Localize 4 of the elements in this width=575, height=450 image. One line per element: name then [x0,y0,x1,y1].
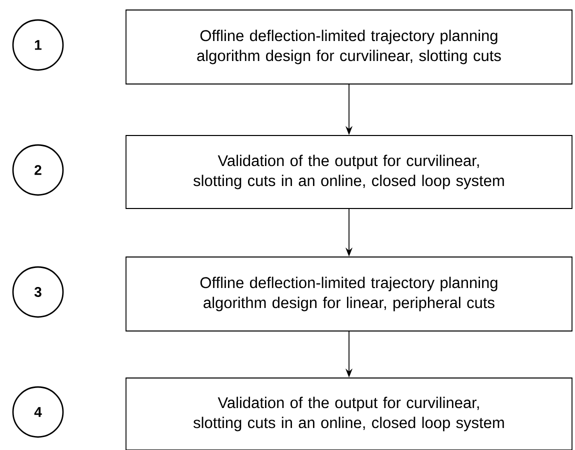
process-box: Validation of the output for curvilinear, slotting cuts in an online, closed loop system [126,378,572,450]
process-box: Offline deflection-limited trajectory planning algorithm design for curvilinear, slotting cuts [126,10,572,84]
process-box: Validation of the output for curvilinear, slotting cuts in an online, closed loop system [126,135,572,209]
process-box: Offline deflection-limited trajectory planning algorithm design for linear, peripheral cuts [126,256,572,332]
